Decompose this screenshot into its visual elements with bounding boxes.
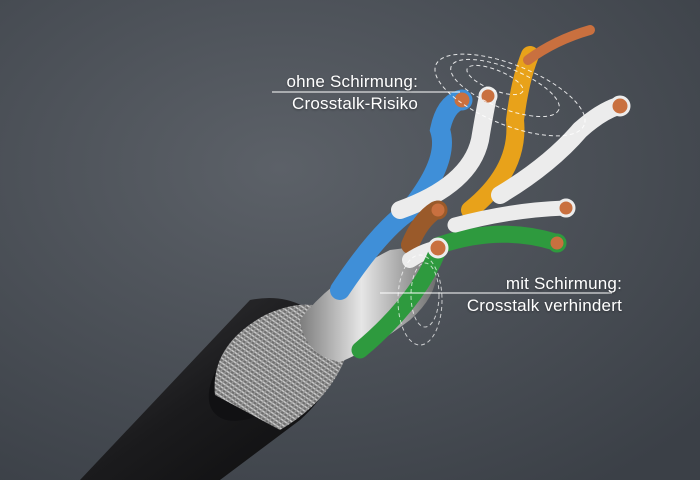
foil-shield xyxy=(300,245,437,362)
shield-rings xyxy=(397,254,443,346)
white-orange-wire xyxy=(491,97,627,204)
blue-wire xyxy=(330,90,470,300)
callout-shielded: mit Schirmung: Crosstalk verhindert xyxy=(430,273,622,317)
white-green-wire xyxy=(447,200,573,233)
wire-end xyxy=(451,89,473,111)
copper-conductor xyxy=(523,25,595,65)
wire-end xyxy=(609,95,631,117)
callout-shielded-line1: mit Schirmung: xyxy=(505,274,622,293)
crosstalk-rings-unshielded xyxy=(434,53,586,137)
callout-unshielded: ohne Schirmung: Crosstalk-Risiko xyxy=(250,71,418,115)
callout-unshielded-line2: Crosstalk-Risiko xyxy=(292,94,418,113)
callout-shielded-line2: Crosstalk verhindert xyxy=(466,296,622,315)
orange-wire xyxy=(461,46,539,219)
wire-end xyxy=(556,198,576,218)
wire-end xyxy=(427,237,449,259)
white-blue-wire xyxy=(391,87,497,219)
wire-end xyxy=(547,233,567,253)
callout-unshielded-line1: ohne Schirmung: xyxy=(286,72,418,91)
wire-end xyxy=(428,200,448,220)
